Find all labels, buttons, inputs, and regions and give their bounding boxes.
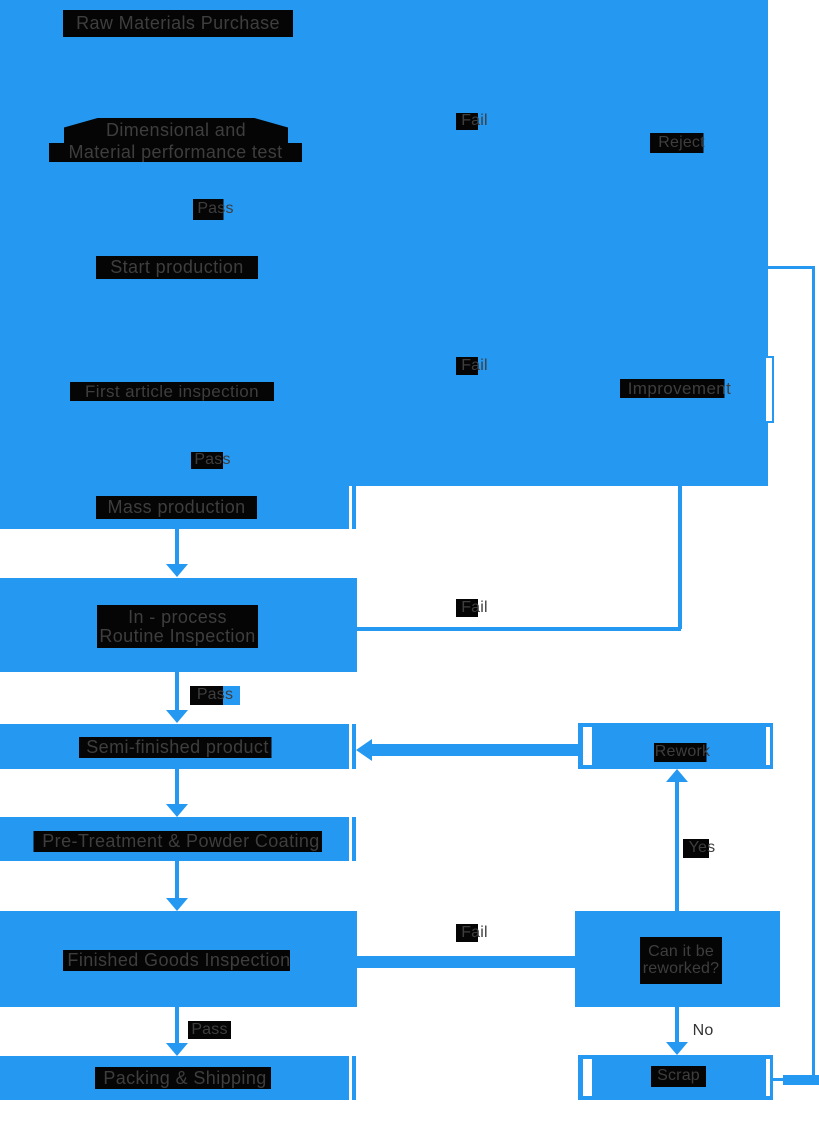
- packing-shipping-box-edge: [352, 1056, 356, 1100]
- edge-label-pass-in-process: Pass: [190, 686, 240, 705]
- node-label-can-it-be-reworked: Can it be reworked?: [640, 937, 722, 984]
- arrowhead-no-to-scrap: [666, 1042, 688, 1055]
- node-label-can-rework-line2: reworked?: [642, 959, 720, 977]
- node-label-semi-finished: Semi-finished product: [68, 737, 287, 758]
- edge-label-no: No: [692, 1021, 714, 1039]
- arrowhead-pretreatment-to-finished: [166, 898, 188, 911]
- rework-to-semi-arrowhead: [356, 739, 372, 761]
- scrap-exit-stub: [773, 1078, 783, 1081]
- fail-line-to-improvement: [678, 486, 682, 629]
- semi-finished-box-edge: [352, 724, 356, 769]
- node-label-scrap: Scrap: [651, 1066, 706, 1087]
- arrow-pretreatment-to-finished: [175, 861, 179, 898]
- node-label-improvement: Improvement: [620, 379, 739, 398]
- scrap-box-inner-gap-right: [766, 1059, 770, 1096]
- rework-box-inner-gap-left: [583, 727, 592, 765]
- fail-line-finished-goods: [357, 956, 575, 968]
- pre-treatment-box-edge: [352, 817, 356, 861]
- arrowhead-semi-to-pretreatment: [166, 804, 188, 817]
- node-label-mass-production: Mass production: [96, 496, 257, 519]
- node-label-dimensional-test-line2: Material performance test: [49, 143, 302, 162]
- edge-label-yes: Yes: [683, 839, 721, 858]
- node-label-start-production: Start production: [96, 256, 258, 279]
- arrow-no-to-scrap: [675, 1007, 679, 1042]
- node-label-reject: Reject: [650, 133, 713, 153]
- arrow-finished-to-packing: [175, 1007, 179, 1043]
- node-label-packing-shipping: Packing & Shipping: [85, 1067, 285, 1089]
- edge-label-pass-first-article: Pass: [191, 451, 234, 469]
- rework-box-inner-gap-right: [766, 727, 770, 765]
- scrap-return-line-right: [812, 267, 815, 1075]
- edge-label-fail-first-article: Fail: [456, 357, 493, 375]
- arrowhead-inprocess-to-semi: [166, 710, 188, 723]
- node-label-pre-treatment: Pre-Treatment & Powder Coating: [17, 831, 345, 852]
- node-label-in-process-line2: Routine Inspection: [99, 625, 256, 646]
- edge-label-fail-finished-goods: Fail: [456, 924, 493, 942]
- arrowhead-mass-to-inprocess: [166, 564, 188, 577]
- scrap-return-line-top: [768, 266, 815, 269]
- mass-production-box-edge: [352, 486, 356, 529]
- node-label-can-rework-line1: Can it be: [648, 942, 714, 960]
- scrap-box-inner-gap-left: [583, 1059, 592, 1096]
- node-label-in-process-line1: In - process: [128, 606, 227, 627]
- node-label-in-process-inspection: In - process Routine Inspection: [97, 605, 258, 648]
- edge-label-fail-in-process: Fail: [456, 599, 493, 617]
- arrow-inprocess-to-semi: [175, 672, 179, 710]
- improvement-box-edge: [766, 356, 774, 423]
- node-label-raw-materials: Raw Materials Purchase: [63, 10, 293, 37]
- edge-label-pass-finished-goods: Pass: [188, 1021, 231, 1039]
- edge-label-fail-material-test: Fail: [456, 112, 493, 130]
- arrow-mass-to-inprocess: [175, 529, 179, 565]
- arrow-yes-to-rework: [675, 782, 679, 911]
- main-flow-region: [0, 0, 768, 486]
- rework-to-semi-line: [372, 744, 578, 756]
- node-label-rework: Rework: [645, 743, 720, 762]
- node-label-dimensional-test-line1: Dimensional and: [64, 118, 288, 143]
- scrap-exit-line: [783, 1075, 819, 1085]
- arrow-semi-to-pretreatment: [175, 769, 179, 804]
- fail-line-in-process: [357, 627, 681, 631]
- node-label-first-article-inspection: First article inspection: [70, 382, 274, 401]
- node-label-finished-goods: Finished Goods Inspection: [50, 950, 308, 971]
- arrowhead-yes-to-rework: [666, 769, 688, 782]
- edge-label-pass-material-test: Pass: [193, 199, 238, 220]
- arrowhead-finished-to-packing: [166, 1043, 188, 1056]
